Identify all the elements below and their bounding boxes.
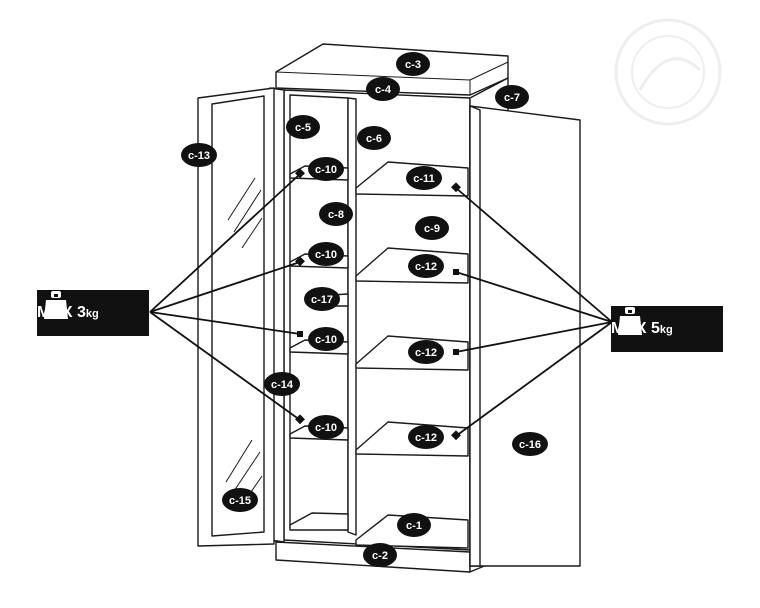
- svg-text:c-10: c-10: [315, 334, 337, 346]
- callout-c-16: c-16: [512, 432, 548, 456]
- svg-text:c-8: c-8: [328, 209, 344, 221]
- svg-text:c-10: c-10: [315, 164, 337, 176]
- svg-text:c-6: c-6: [366, 133, 382, 145]
- callout-c-1: c-1: [397, 513, 431, 537]
- callout-c-15: c-15: [222, 488, 258, 512]
- callout-c-12-b: c-12: [408, 340, 444, 364]
- callout-c-9: c-9: [415, 216, 449, 240]
- svg-text:c-10: c-10: [315, 422, 337, 434]
- callout-c-5: c-5: [286, 115, 320, 139]
- right-door-edge: [469, 105, 481, 567]
- left-door-glass-pane: [211, 95, 265, 537]
- svg-text:c-16: c-16: [519, 439, 541, 451]
- callout-c-6: c-6: [357, 126, 391, 150]
- callout-c-10-c: c-10: [308, 327, 344, 351]
- right-door: [469, 105, 581, 567]
- callout-c-7: c-7: [495, 85, 529, 109]
- part-callouts: c-3 c-4 c-7 c-5 c-6 c-13 c-10 c-11 c-8 c…: [181, 52, 548, 567]
- leader-lines-left: [149, 173, 301, 421]
- callout-c-10-b: c-10: [308, 242, 344, 266]
- callout-c-2: c-2: [363, 543, 397, 567]
- svg-text:c-12: c-12: [415, 347, 437, 359]
- svg-text:c-12: c-12: [415, 261, 437, 273]
- svg-text:c-17: c-17: [311, 294, 333, 306]
- leader-endpoints-right: [451, 182, 461, 441]
- callout-c-12-c: c-12: [408, 425, 444, 449]
- callout-c-17: c-17: [304, 287, 340, 311]
- svg-text:c-10: c-10: [315, 249, 337, 261]
- svg-text:c-11: c-11: [413, 173, 434, 185]
- svg-text:c-15: c-15: [229, 495, 251, 507]
- svg-text:c-4: c-4: [375, 84, 392, 96]
- leader-endpoints-left: [295, 168, 305, 425]
- weight-icon: [618, 307, 642, 335]
- callout-c-13: c-13: [181, 143, 217, 167]
- svg-text:c-14: c-14: [271, 379, 294, 391]
- max-load-right-badge: MAX 5kg: [611, 306, 723, 352]
- svg-text:c-13: c-13: [188, 150, 210, 162]
- svg-text:c-9: c-9: [424, 223, 440, 235]
- callout-c-10-a: c-10: [308, 157, 344, 181]
- svg-text:c-5: c-5: [295, 122, 311, 134]
- svg-text:c-12: c-12: [415, 432, 437, 444]
- callout-c-8: c-8: [319, 202, 353, 226]
- callout-c-12-a: c-12: [408, 254, 444, 278]
- callout-c-4: c-4: [366, 77, 400, 101]
- weight-icon: [44, 291, 68, 319]
- svg-text:c-2: c-2: [372, 550, 388, 562]
- callout-c-11: c-11: [406, 166, 442, 190]
- callout-c-14: c-14: [264, 372, 300, 396]
- callout-c-3: c-3: [396, 52, 430, 76]
- svg-text:c-3: c-3: [405, 59, 421, 71]
- svg-text:c-7: c-7: [504, 92, 520, 104]
- middle-divider: [347, 97, 357, 536]
- max-load-left-badge: MAX 3kg: [37, 290, 149, 336]
- watermark-logo: [614, 18, 722, 126]
- leader-lines-right: [455, 187, 613, 437]
- svg-text:c-1: c-1: [406, 520, 422, 532]
- callout-c-10-d: c-10: [308, 415, 344, 439]
